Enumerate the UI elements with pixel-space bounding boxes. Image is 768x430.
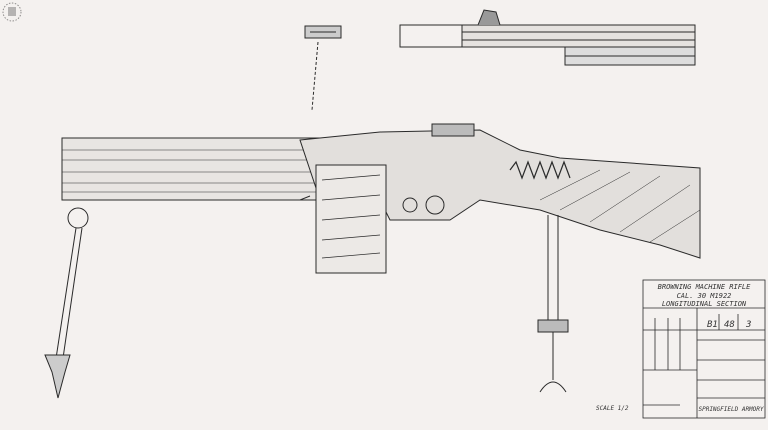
armory-name: SPRINGFIELD ARMORY: [698, 406, 763, 413]
drawing-number: 48: [724, 320, 735, 330]
drawing-class: B1: [707, 320, 718, 330]
scale-label: SCALE 1/2: [596, 405, 629, 412]
rifle-section: [44, 123, 701, 399]
title-block: [642, 279, 766, 419]
detail-view-barrel: [399, 9, 696, 66]
title-line-3: LONGITUDINAL SECTION: [662, 300, 747, 308]
sheet-number: 3: [745, 320, 751, 330]
archive-stamp-logo: [2, 2, 22, 22]
title-line-1: BROWNING MACHINE RIFLE: [658, 283, 752, 291]
detail-view-small: [304, 25, 342, 111]
title-line-2: CAL. 30 M1922: [677, 292, 732, 300]
